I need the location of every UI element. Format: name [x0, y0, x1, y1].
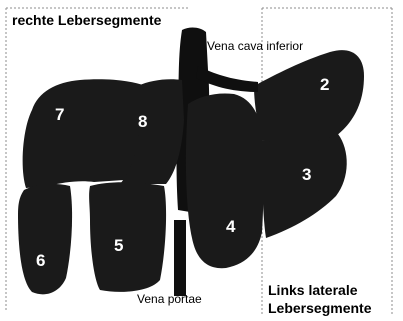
segment-2-shape: [254, 50, 364, 146]
left-lateral-title-line1: Links laterale: [268, 283, 358, 297]
segment-6-shape: [18, 184, 72, 294]
right-segments-title: rechte Lebersegmente: [12, 13, 161, 27]
segment-5-label: 5: [114, 237, 123, 254]
segment-4-label: 4: [226, 218, 235, 235]
segment-6-label: 6: [36, 252, 45, 269]
vena-cava-label: Vena cava inferior: [207, 40, 303, 52]
segment-3-shape: [262, 134, 347, 238]
segment-2-label: 2: [320, 76, 329, 93]
vena-portae-label: Vena portae: [137, 293, 202, 305]
segment-8-label: 8: [138, 113, 147, 130]
segment-7-label: 7: [55, 106, 64, 123]
segment-3-label: 3: [302, 166, 311, 183]
portal-vein: [174, 220, 186, 296]
segment-4-shape: [186, 93, 264, 268]
segment-5-shape: [89, 182, 166, 292]
left-lateral-title-line2: Lebersegmente: [268, 301, 371, 315]
